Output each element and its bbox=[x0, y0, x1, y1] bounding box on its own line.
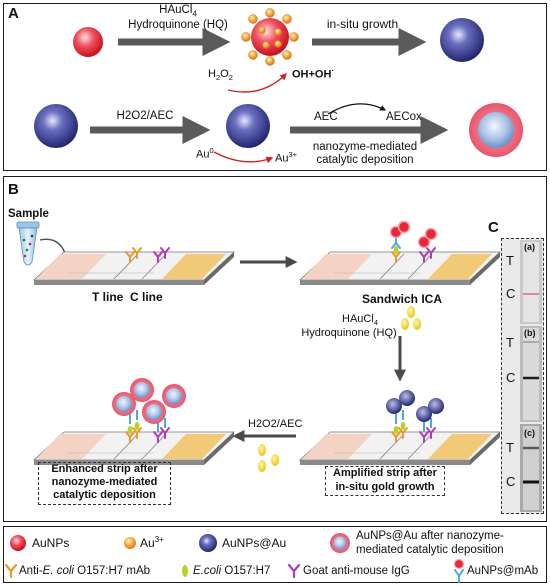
sandwich-ica-label: Sandwich ICA bbox=[361, 292, 442, 306]
ica-strip-enhanced bbox=[33, 378, 235, 466]
legend-deposited-text-2: mediated catalytic deposition bbox=[356, 544, 504, 556]
legend-aunp-mab-text: AuNPs@mAb bbox=[467, 565, 539, 577]
strip-b-t: T bbox=[506, 335, 514, 350]
strip-a-t: T bbox=[506, 253, 514, 268]
au3-label: Au3+ bbox=[275, 150, 298, 165]
reagent-hq: Hydroquinone (HQ) bbox=[128, 19, 228, 31]
enhanced-caption-line3: catalytic deposition bbox=[53, 489, 156, 501]
strip-a-c: C bbox=[506, 286, 516, 301]
aec-droplets bbox=[258, 444, 279, 472]
ica-strip-amplified bbox=[299, 390, 501, 466]
sample-tube bbox=[16, 221, 40, 266]
oh-radical-label: OH+OH· bbox=[292, 66, 335, 81]
legend-aunps-au-text: AuNPs@Au bbox=[222, 536, 287, 550]
strip-c-t: T bbox=[506, 440, 514, 455]
h2o2-label: H2O2 bbox=[208, 68, 233, 83]
in-situ-growth-label: in-situ growth bbox=[326, 17, 399, 31]
strip-a-tag: (a) bbox=[524, 242, 535, 252]
enhanced-caption-line2: nanozyme-mediated bbox=[51, 476, 158, 488]
legend-deposited-icon bbox=[330, 533, 350, 553]
amplified-caption-line1: Amplified strip after bbox=[333, 467, 437, 479]
strip-b-tag: (b) bbox=[524, 328, 536, 338]
legend-aunps-text: AuNPs bbox=[32, 536, 70, 550]
panel-b-label: B bbox=[8, 181, 19, 198]
strip-c-tag: (c) bbox=[524, 428, 535, 438]
panel-b-h2o2-aec: H2O2/AEC bbox=[248, 418, 303, 430]
legend-au3-icon bbox=[124, 537, 136, 549]
legend-aunp-icon bbox=[10, 535, 26, 551]
black-curved-arrow bbox=[327, 103, 387, 115]
legend-antibody-icon bbox=[4, 563, 18, 579]
panel-c-label: C bbox=[488, 219, 499, 236]
enhanced-caption-box bbox=[38, 462, 171, 505]
reagent-haucl4: HAuCl4 bbox=[159, 4, 197, 19]
amplified-caption-box bbox=[325, 466, 445, 496]
hq-droplets bbox=[401, 306, 421, 330]
aunp-with-au3-cluster bbox=[241, 8, 299, 66]
strip-c-c: C bbox=[506, 474, 516, 489]
red-curved-arrow bbox=[213, 151, 274, 164]
legend-goat-text: Goat anti-mouse IgG bbox=[303, 565, 410, 577]
panel-a-label: A bbox=[8, 5, 19, 22]
aec-label: AEC bbox=[314, 111, 338, 123]
legend-deposited-text-1: AuNPs@Au after nanozyme- bbox=[356, 530, 504, 542]
ica-strip-sandwich bbox=[299, 220, 501, 286]
au0-label: Au0 bbox=[196, 146, 214, 161]
legend-ecoli-text: E.coli O157:H7 bbox=[193, 565, 271, 577]
strip-photo-c bbox=[520, 424, 542, 512]
strip-b-c: C bbox=[506, 370, 516, 385]
red-curved-arrow bbox=[227, 73, 287, 93]
aunp-au-particle bbox=[34, 104, 78, 148]
panel-b-haucl4: HAuCl4 bbox=[342, 313, 378, 328]
aunp-au-particle bbox=[226, 104, 270, 148]
legend-aunp-au-icon bbox=[199, 534, 217, 552]
legend-ecoli-icon bbox=[182, 565, 188, 577]
aunp-particle bbox=[73, 27, 103, 57]
reagent-h2o2-aec: H2O2/AEC bbox=[116, 110, 174, 122]
legend-au3-text: Au3+ bbox=[140, 535, 164, 550]
amplified-caption-line2: in-situ gold growth bbox=[335, 481, 435, 493]
nanozyme-step-line2: catalytic deposition bbox=[316, 154, 414, 166]
t-c-line-label: T line C line bbox=[92, 290, 163, 304]
aecox-label: AECox bbox=[386, 111, 422, 123]
deposited-particle bbox=[469, 103, 523, 157]
panel-b-hq: Hydroquinone (HQ) bbox=[301, 327, 397, 339]
nanozyme-step-line1: nanozyme-mediated bbox=[312, 141, 418, 153]
legend-igg-icon bbox=[287, 563, 301, 579]
legend-aunp-mab-icon bbox=[453, 558, 465, 583]
legend-anti-ecoli-text: Anti-E. coli O157:H7 mAb bbox=[19, 565, 151, 577]
enhanced-caption-line1: Enhanced strip after bbox=[51, 463, 158, 475]
strip-photo-b bbox=[520, 326, 542, 422]
strip-photo-a bbox=[520, 240, 542, 324]
aunp-au-particle bbox=[440, 18, 484, 62]
sample-label: Sample bbox=[8, 208, 49, 220]
